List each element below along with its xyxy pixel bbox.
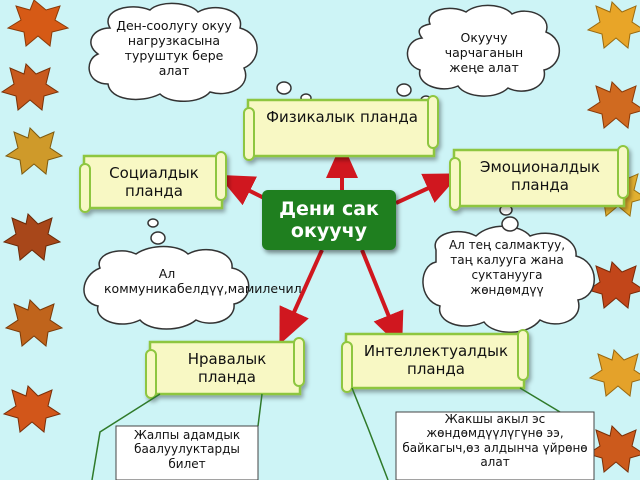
cloud-load — [88, 2, 258, 102]
cloud-balance — [422, 225, 595, 333]
autumn-leaves-right — [586, 0, 640, 473]
scroll-physical-label: Физикалык планда — [266, 108, 418, 126]
maple-leaf-icon — [588, 348, 640, 397]
arrow-moral — [279, 249, 324, 345]
maple-leaf-icon — [0, 62, 60, 111]
maple-leaf-icon — [4, 126, 64, 175]
arrow-emotional — [395, 173, 461, 205]
scroll-social-label: Социалдык планда — [109, 164, 199, 200]
cloud-fatigue — [406, 4, 561, 97]
arrow-intellectual — [360, 249, 404, 349]
maple-leaf-icon — [586, 0, 640, 49]
callout-lines — [91, 387, 561, 480]
scroll-physical — [243, 95, 439, 161]
note-mind-label: Жакшы акыл эс жөндөмдүүлүгүнө ээ, байкаг… — [402, 412, 588, 470]
note-mind-box — [395, 411, 595, 480]
scroll-intellectual-label: Интеллектуалдык планда — [363, 342, 509, 378]
maple-leaf-icon — [586, 260, 640, 309]
maple-leaf-icon — [586, 424, 640, 473]
cloud-load-label: Ден-соолугу окуу нагрузкасына туруштук б… — [116, 18, 232, 78]
cloud-balance-label: Ал тең салмактуу, таң калууга жана сукта… — [448, 238, 566, 297]
maple-leaf-icon — [4, 298, 64, 347]
scroll-moral — [145, 337, 305, 399]
maple-leaf-icon — [586, 80, 640, 129]
autumn-leaves-left — [0, 0, 70, 433]
maple-leaf-icon — [2, 384, 62, 433]
scroll-emotional-label: Эмоционалдык планда — [480, 158, 600, 194]
cloud-communicate — [83, 245, 250, 330]
maple-leaf-icon — [6, 0, 70, 47]
center-node: Дени сак окуучу — [262, 190, 396, 250]
maple-leaf-icon — [2, 212, 62, 261]
note-values-label: Жалпы адамдык баалуулуктарды билет — [133, 428, 241, 471]
scroll-social — [79, 151, 227, 213]
scroll-emotional — [449, 145, 629, 211]
scroll-intellectual — [341, 329, 529, 393]
cloud-communicate-label: Ал коммуникабелдүү,мамилечил — [104, 266, 302, 296]
scroll-moral-label: Нравалык планда — [187, 350, 267, 386]
cloud-fatigue-label: Окуучу чарчаганын жеңе алат — [444, 30, 524, 75]
note-values-box — [115, 425, 259, 480]
